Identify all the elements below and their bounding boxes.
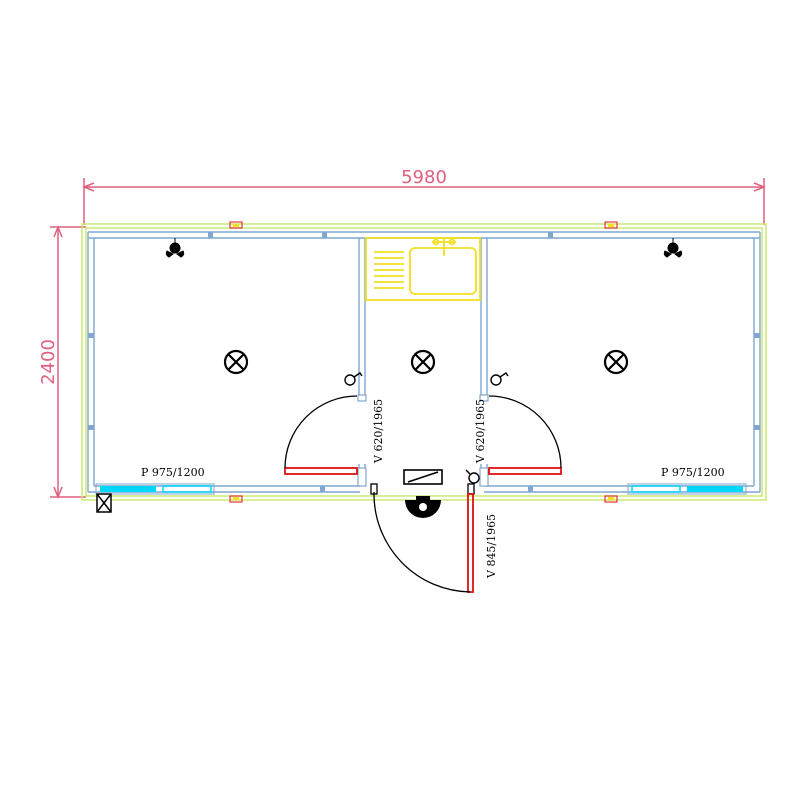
junction-box-icon — [403, 469, 443, 485]
door-left-label: V 620/1965 — [372, 399, 385, 464]
width-dimension-label: 5980 — [401, 167, 447, 188]
ceiling-light-icon — [223, 349, 629, 375]
window-left-label: P 975/1200 — [141, 466, 205, 479]
electric-panel-icon — [96, 493, 112, 513]
door-right — [488, 395, 562, 475]
partition-ends — [357, 394, 489, 487]
height-dimension-label: 2400 — [38, 339, 59, 385]
switch-icon — [344, 372, 509, 484]
entrance-door — [370, 483, 475, 593]
wall-marker-fill — [233, 224, 614, 500]
outdoor-lamp-icon — [405, 496, 441, 518]
wall-markers — [229, 221, 618, 503]
door-right-label: V 620/1965 — [474, 399, 487, 464]
door-left — [284, 395, 358, 475]
width-dimension — [81, 178, 767, 225]
wall-posts — [88, 232, 760, 492]
window-right-label: P 975/1200 — [661, 466, 725, 479]
door-entrance-label: V 845/1965 — [485, 514, 498, 579]
socket-icon — [165, 238, 683, 258]
sink — [365, 237, 481, 301]
window-left — [95, 483, 215, 495]
window-right — [627, 483, 747, 495]
height-dimension — [50, 224, 86, 500]
